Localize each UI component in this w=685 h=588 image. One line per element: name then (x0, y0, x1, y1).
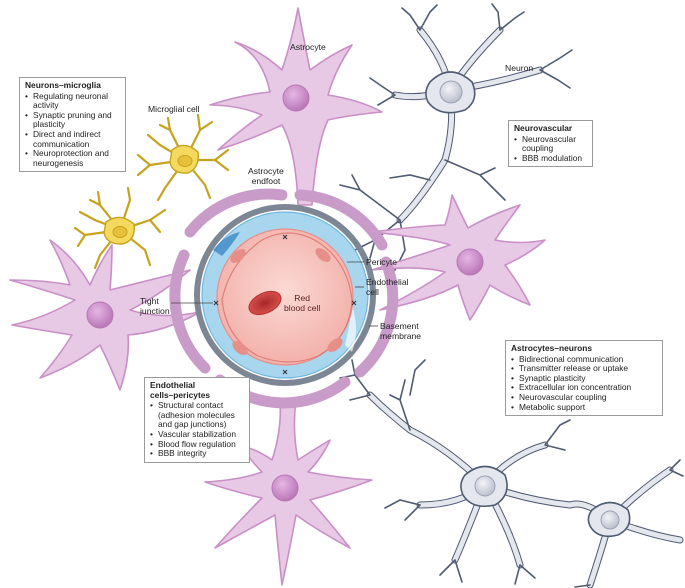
red-blood-cell (248, 290, 282, 316)
microglial-cell-label: Microglial cell (148, 104, 200, 114)
neurovascular-box: Neurovascular Neurovascular coupling BBB… (508, 120, 593, 168)
list-item: Neurovascular coupling (514, 134, 587, 154)
list-item: Structural contact (adhesion molecules a… (150, 400, 244, 430)
neuron-top (339, 3, 573, 271)
list-item: Transmitter release or uptake (511, 364, 657, 374)
list-item: Bidirectional communication (511, 354, 657, 365)
list-item: Blood flow regulation (150, 439, 244, 450)
astrocytes-neurons-box: Astrocytes–neurons Bidirectional communi… (505, 340, 663, 417)
astrocyte-endfoot-label: Astrocyte endfoot (248, 166, 284, 186)
list-item: BBB modulation (514, 153, 587, 164)
leader-lines (171, 261, 378, 327)
microglia (73, 113, 230, 270)
list-item: Synaptic plasticity (511, 373, 657, 384)
list-item: Synaptic pruning and plasticity (25, 110, 120, 130)
tight-junction-label: Tight junction (140, 296, 170, 316)
neuron-bottom (339, 359, 684, 588)
pericyte-label: Pericyte (366, 257, 398, 267)
astrocyte-right (371, 194, 546, 321)
red-blood-cell-label: Red blood cell (284, 293, 321, 313)
list-item: Regulating neuronal activity (25, 91, 120, 111)
astrocyte-left (9, 239, 201, 391)
endothelial-pericytes-title: Endothelial cells–pericytes (150, 380, 211, 400)
list-item: BBB integrity (150, 449, 244, 459)
list-item: Vascular stabilization (150, 429, 244, 440)
endothelial-pericytes-box: Endothelial cells–pericytes Structural c… (144, 377, 250, 463)
astrocytes-neurons-title: Astrocytes–neurons (511, 343, 592, 353)
list-item: Neurovascular coupling (511, 392, 657, 403)
list-item: Direct and indirect communication (25, 129, 120, 149)
neurons-microglia-box: Neurons–microglia Regulating neuronal ac… (19, 77, 126, 173)
basement-membrane-label: Basement membrane (380, 321, 422, 341)
astrocyte-label: Astrocyte (290, 42, 326, 52)
neurovascular-title: Neurovascular (514, 123, 573, 133)
blood-vessel (169, 188, 399, 409)
astrocyte-bottom (204, 399, 373, 586)
list-item: Extracellular ion concentration (511, 383, 657, 393)
neuron-label: Neuron (505, 63, 534, 73)
neurons-microglia-title: Neurons–microglia (25, 80, 101, 90)
astrocyte-top (209, 7, 383, 206)
list-item: Neuroprotection and neurogenesis (25, 148, 120, 168)
list-item: Metabolic support (511, 402, 657, 413)
endothelial-cell-label: Endothelial cell (366, 277, 409, 297)
